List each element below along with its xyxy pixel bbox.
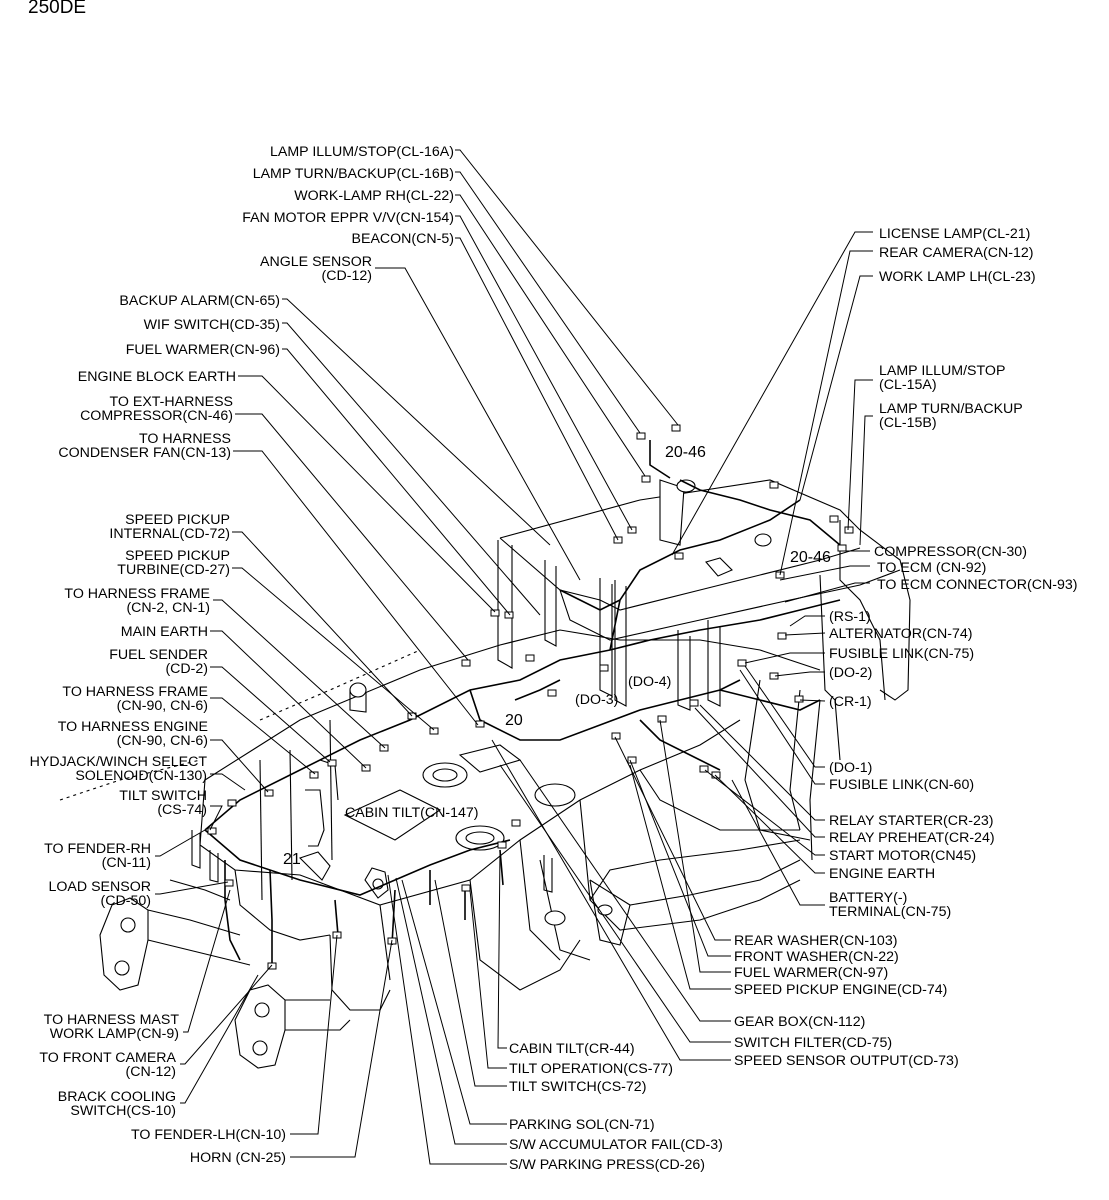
label-to-harness-frame-cn90: TO HARNESS FRAME bbox=[62, 684, 208, 700]
labels-inside: 20-46 20-46 20 (DO-4) (DO-3) CABIN TILT(… bbox=[283, 444, 831, 868]
label-brack-cooling: BRACK COOLING bbox=[58, 1089, 176, 1105]
label-parking-sol: PARKING SOL(CN-71) bbox=[509, 1117, 655, 1133]
label-tilt-switch-cs72: TILT SWITCH(CS-72) bbox=[509, 1079, 646, 1095]
label-to-harness-mast-code: WORK LAMP(CN-9) bbox=[50, 1026, 179, 1042]
label-to-front-camera-code: (CN-12) bbox=[126, 1064, 176, 1080]
ref-20-46-right: 20-46 bbox=[790, 549, 831, 566]
label-speed-sensor-output: SPEED SENSOR OUTPUT(CD-73) bbox=[734, 1053, 959, 1069]
label-compressor-cn30: COMPRESSOR(CN-30) bbox=[874, 544, 1027, 560]
label-angle-sensor: ANGLE SENSOR bbox=[260, 254, 372, 270]
label-compressor-cn46: COMPRESSOR(CN-46) bbox=[80, 408, 233, 424]
label-speed-pickup-internal: SPEED PICKUP bbox=[125, 512, 230, 528]
label-rear-washer: REAR WASHER(CN-103) bbox=[734, 933, 897, 949]
label-main-earth: MAIN EARTH bbox=[121, 624, 208, 640]
label-to-harness: TO HARNESS bbox=[139, 431, 231, 447]
connector-marks bbox=[207, 424, 854, 970]
ref-21: 21 bbox=[283, 851, 301, 868]
label-to-ecm-connector-cn93: TO ECM CONNECTOR(CN-93) bbox=[877, 577, 1077, 593]
label-lamp-illum-stop-cl15a-code: (CL-15A) bbox=[879, 377, 937, 393]
label-angle-sensor-code: (CD-12) bbox=[322, 268, 372, 284]
label-wif-switch: WIF SWITCH(CD-35) bbox=[144, 317, 280, 333]
label-tilt-switch-cs74: TILT SWITCH bbox=[119, 788, 207, 804]
label-cabin-tilt-cr44: CABIN TILT(CR-44) bbox=[509, 1041, 635, 1057]
label-hydjack-winch-code: SOLENOID(CN-130) bbox=[75, 768, 207, 784]
label-engine-block-earth: ENGINE BLOCK EARTH bbox=[78, 369, 236, 385]
label-battery-negative: BATTERY(-) bbox=[829, 890, 907, 906]
label-to-front-camera: TO FRONT CAMERA bbox=[39, 1050, 176, 1066]
labels-right: LICENSE LAMP(CL-21) REAR CAMERA(CN-12) W… bbox=[829, 226, 1077, 920]
label-speed-pickup-internal-code: INTERNAL(CD-72) bbox=[109, 526, 230, 542]
label-alternator: ALTERNATOR(CN-74) bbox=[829, 626, 972, 642]
label-load-sensor-code: (CD-50) bbox=[101, 893, 151, 909]
label-to-harness-engine: TO HARNESS ENGINE bbox=[58, 719, 208, 735]
label-hydjack-winch: HYDJACK/WINCH SELECT bbox=[30, 754, 208, 770]
label-do2: (DO-2) bbox=[829, 665, 872, 681]
label-condenser-fan: CONDENSER FAN(CN-13) bbox=[58, 445, 231, 461]
label-speed-pickup-turbine: SPEED PICKUP bbox=[125, 548, 230, 564]
label-lamp-turn-backup-cl16b: LAMP TURN/BACKUP(CL-16B) bbox=[253, 166, 454, 182]
label-horn: HORN (CN-25) bbox=[190, 1150, 286, 1166]
label-lamp-illum-stop-cl16a: LAMP ILLUM/STOP(CL-16A) bbox=[270, 144, 454, 160]
label-fan-motor-eppr: FAN MOTOR EPPR V/V(CN-154) bbox=[242, 210, 454, 226]
label-gear-box: GEAR BOX(CN-112) bbox=[734, 1014, 865, 1030]
label-fuel-sender: FUEL SENDER bbox=[109, 647, 208, 663]
label-fuel-warmer-cn96: FUEL WARMER(CN-96) bbox=[126, 342, 280, 358]
label-work-lamp-rh: WORK-LAMP RH(CL-22) bbox=[294, 188, 454, 204]
label-license-lamp: LICENSE LAMP(CL-21) bbox=[879, 226, 1030, 242]
label-start-motor: START MOTOR(CN45) bbox=[829, 848, 976, 864]
leader-lines bbox=[155, 149, 873, 1165]
label-rs1: (RS-1) bbox=[829, 609, 871, 625]
label-to-fender-lh: TO FENDER-LH(CN-10) bbox=[131, 1127, 286, 1143]
label-sw-parking-press: S/W PARKING PRESS(CD-26) bbox=[509, 1157, 705, 1173]
label-to-fender-rh-code: (CN-11) bbox=[102, 855, 151, 871]
ref-20-46-top: 20-46 bbox=[665, 444, 706, 461]
label-fuel-sender-code: (CD-2) bbox=[165, 661, 208, 677]
label-to-harness-frame-cn90-code: (CN-90, CN-6) bbox=[117, 698, 208, 714]
label-to-ecm-cn92: TO ECM (CN-92) bbox=[877, 560, 986, 576]
label-to-harness-frame-cn2-code: (CN-2, CN-1) bbox=[126, 600, 210, 616]
label-to-harness-mast: TO HARNESS MAST bbox=[44, 1012, 180, 1028]
label-backup-alarm: BACKUP ALARM(CN-65) bbox=[119, 293, 280, 309]
label-lamp-illum-stop-cl15a: LAMP ILLUM/STOP bbox=[879, 363, 1005, 379]
label-fusible-link-cn75: FUSIBLE LINK(CN-75) bbox=[829, 646, 974, 662]
label-tilt-operation: TILT OPERATION(CS-77) bbox=[509, 1061, 673, 1077]
label-to-harness-engine-code: (CN-90, CN-6) bbox=[117, 733, 208, 749]
label-to-harness-frame-cn2: TO HARNESS FRAME bbox=[64, 586, 210, 602]
label-switch-filter: SWITCH FILTER(CD-75) bbox=[734, 1035, 892, 1051]
labels-bottom: REAR WASHER(CN-103) FRONT WASHER(CN-22) … bbox=[509, 933, 959, 1173]
harness-wires bbox=[204, 440, 841, 965]
label-lamp-turn-backup-cl15b-code: (CL-15B) bbox=[879, 415, 937, 431]
label-do3: (DO-3) bbox=[575, 692, 618, 708]
label-work-lamp-lh: WORK LAMP LH(CL-23) bbox=[879, 269, 1036, 285]
label-relay-preheat: RELAY PREHEAT(CR-24) bbox=[829, 830, 995, 846]
label-fusible-link-cn60: FUSIBLE LINK(CN-60) bbox=[829, 777, 974, 793]
label-cr1: (CR-1) bbox=[829, 694, 872, 710]
label-beacon: BEACON(CN-5) bbox=[352, 231, 454, 247]
model-title: 250DE bbox=[28, 0, 86, 18]
label-relay-starter: RELAY STARTER(CR-23) bbox=[829, 813, 994, 829]
label-lamp-turn-backup-cl15b: LAMP TURN/BACKUP bbox=[879, 401, 1023, 417]
ref-20: 20 bbox=[505, 712, 523, 729]
label-engine-earth: ENGINE EARTH bbox=[829, 866, 935, 882]
label-do4: (DO-4) bbox=[628, 674, 671, 690]
label-sw-accumulator-fail: S/W ACCUMULATOR FAIL(CD-3) bbox=[509, 1137, 723, 1153]
label-battery-terminal: TERMINAL(CN-75) bbox=[829, 904, 951, 920]
label-fuel-warmer-cn97: FUEL WARMER(CN-97) bbox=[734, 965, 888, 981]
label-to-ext-harness: TO EXT-HARNESS bbox=[109, 394, 233, 410]
label-front-washer: FRONT WASHER(CN-22) bbox=[734, 949, 899, 965]
label-brack-cooling-code: SWITCH(CS-10) bbox=[70, 1103, 176, 1119]
frame-drawing bbox=[59, 479, 911, 1069]
label-speed-pickup-engine: SPEED PICKUP ENGINE(CD-74) bbox=[734, 982, 947, 998]
label-cabin-tilt-cn147: CABIN TILT(CN-147) bbox=[345, 805, 479, 821]
label-do1: (DO-1) bbox=[829, 760, 872, 776]
label-tilt-switch-cs74-code: (CS-74) bbox=[157, 802, 207, 818]
label-rear-camera: REAR CAMERA(CN-12) bbox=[879, 245, 1034, 261]
label-to-fender-rh: TO FENDER-RH bbox=[44, 841, 151, 857]
label-speed-pickup-turbine-code: TURBINE(CD-27) bbox=[117, 562, 230, 578]
labels-left: LAMP ILLUM/STOP(CL-16A) LAMP TURN/BACKUP… bbox=[30, 144, 454, 1166]
label-load-sensor: LOAD SENSOR bbox=[49, 879, 152, 895]
